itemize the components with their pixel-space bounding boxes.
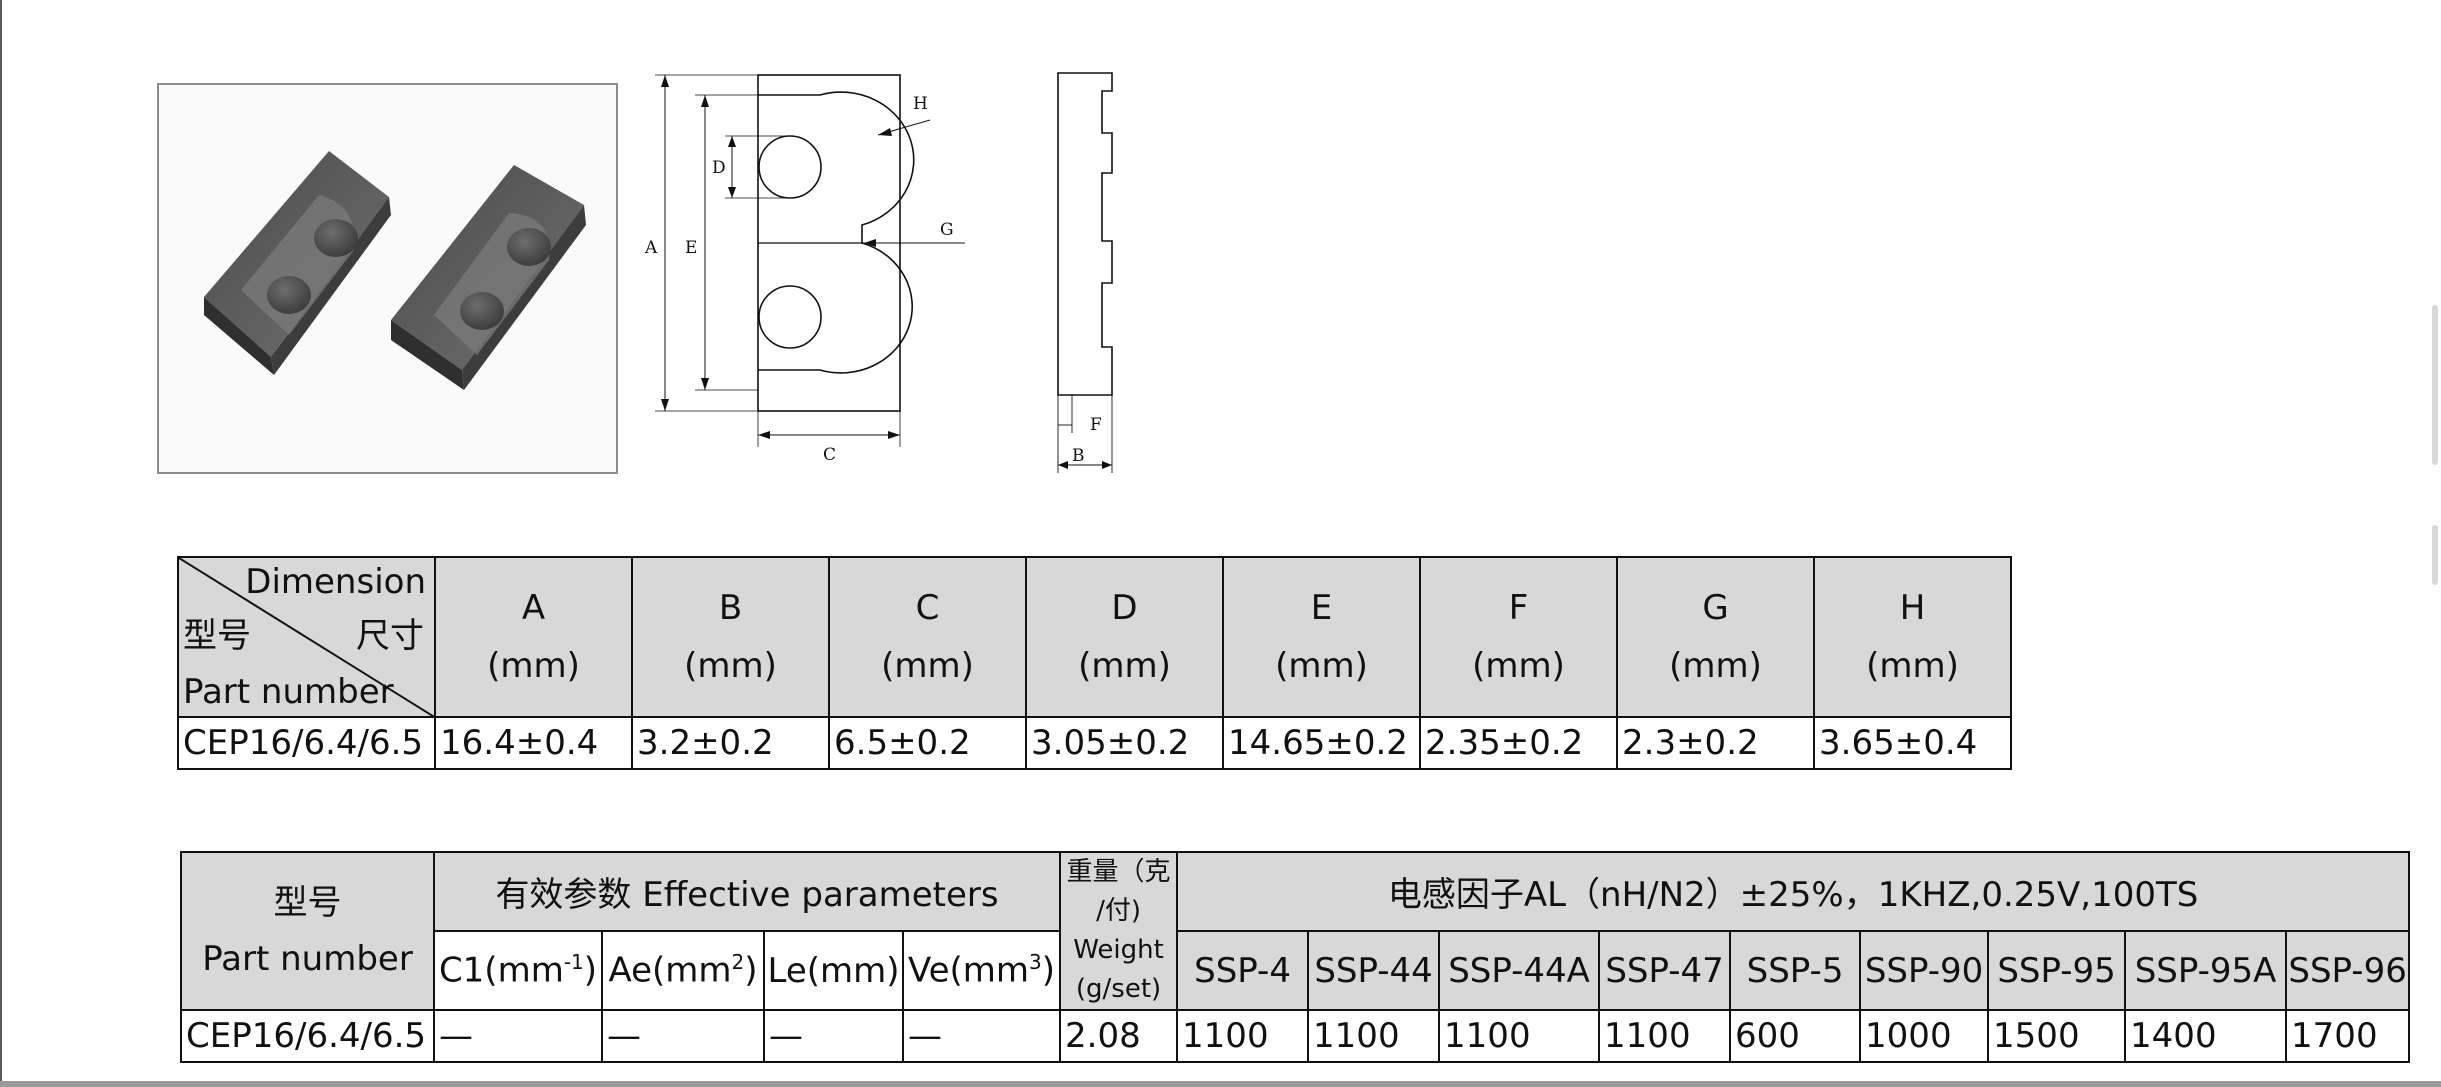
al-value-ssp-47: 1100 — [1598, 1009, 1732, 1063]
dim-header-e: E(mm) — [1222, 556, 1421, 718]
dim-value-f: 2.35±0.2 — [1419, 716, 1618, 770]
corner-size-label: 尺寸 — [356, 616, 424, 656]
dim-header-d: D(mm) — [1025, 556, 1224, 718]
material-header-ssp-96: SSP-96 — [2285, 930, 2411, 1011]
param-part-number: CEP16/6.4/6.5 — [180, 1009, 435, 1063]
material-header-ssp-95a: SSP-95A — [2124, 930, 2288, 1011]
dim-value-h: 3.65±0.4 — [1813, 716, 2012, 770]
material-header-ssp-47: SSP-47 — [1598, 930, 1732, 1011]
material-header-ssp-4: SSP-4 — [1176, 930, 1310, 1011]
ae-value: — — [601, 1009, 765, 1063]
dim-header-h: H(mm) — [1813, 556, 2012, 718]
weight-value: 2.08 — [1059, 1009, 1179, 1063]
parameter-header-row-1: 型号 Part number 有效参数 Effective parameters… — [180, 851, 2411, 1011]
material-header-ssp-44: SSP-44 — [1307, 930, 1441, 1011]
label-a: A — [644, 238, 658, 258]
inductance-factor-header: 电感因子AL（nH/N2）±25%，1KHZ,0.25V,100TS — [1176, 851, 2411, 932]
dim-value-g: 2.3±0.2 — [1616, 716, 1815, 770]
effective-parameters-header: 有效参数 Effective parameters — [432, 851, 1062, 932]
dim-header-c: C(mm) — [828, 556, 1027, 718]
page-bottom-edge — [0, 1081, 2441, 1087]
label-e: E — [685, 238, 697, 258]
dim-header-f: F(mm) — [1419, 556, 1618, 718]
parameter-header-row-2: C1(mm-1) Ae(mm2) Le(mm) Ve(mm3) SSP-4 SS… — [181, 930, 2411, 1011]
param-part-header: 型号 Part number — [180, 851, 435, 1011]
ae-header: Ae(mm2) — [601, 930, 765, 1011]
al-value-ssp-96: 1700 — [2285, 1009, 2411, 1063]
ferrite-core-left — [204, 151, 391, 375]
scroll-indicator-upper[interactable] — [2432, 305, 2438, 465]
c1-header: C1(mm-1) — [433, 930, 603, 1011]
dimension-corner-cell: Dimension 型号 尺寸 Part number — [177, 556, 436, 718]
scroll-indicator-lower[interactable] — [2432, 525, 2438, 585]
dim-header-a: A(mm) — [434, 556, 633, 718]
dim-value-d: 3.05±0.2 — [1025, 716, 1224, 770]
dim-value-c: 6.5±0.2 — [828, 716, 1027, 770]
dim-value-a: 16.4±0.4 — [434, 716, 633, 770]
ve-value: — — [901, 1009, 1062, 1063]
label-d: D — [712, 158, 726, 178]
side-view-drawing: F B — [1057, 72, 1113, 473]
parameter-table: 型号 Part number 有效参数 Effective parameters… — [180, 851, 2411, 1063]
dim-part-number: CEP16/6.4/6.5 — [177, 716, 436, 770]
al-value-ssp-44: 1100 — [1307, 1009, 1441, 1063]
page-left-edge — [0, 0, 2, 1087]
corner-model-label: 型号 — [183, 616, 251, 656]
al-value-ssp-4: 1100 — [1176, 1009, 1310, 1063]
al-value-ssp-95: 1500 — [1987, 1009, 2127, 1063]
dim-value-e: 14.65±0.2 — [1222, 716, 1421, 770]
al-value-ssp-5: 600 — [1729, 1009, 1862, 1063]
al-value-ssp-95a: 1400 — [2124, 1009, 2288, 1063]
dim-value-b: 3.2±0.2 — [631, 716, 830, 770]
product-photo — [157, 83, 618, 474]
le-header: Le(mm) — [763, 930, 904, 1011]
al-value-ssp-44a: 1100 — [1438, 1009, 1601, 1063]
weight-header: 重量（克 /付) Weight (g/set) — [1059, 851, 1179, 1011]
material-header-ssp-44a: SSP-44A — [1438, 930, 1601, 1011]
dim-header-b: B(mm) — [631, 556, 830, 718]
corner-part-number-label: Part number — [183, 672, 394, 712]
ve-header: Ve(mm3) — [901, 930, 1062, 1011]
corner-diagonal — [180, 559, 433, 715]
c1-value: — — [433, 1009, 603, 1063]
al-value-ssp-90: 1000 — [1859, 1009, 1990, 1063]
table-row: CEP16/6.4/6.5 16.4±0.4 3.2±0.2 6.5±0.2 3… — [177, 716, 2012, 770]
corner-dimension-label: Dimension — [245, 562, 426, 602]
dim-header-g: G(mm) — [1616, 556, 1815, 718]
ferrite-core-right — [391, 165, 586, 390]
front-view-drawing: A E D C H G — [644, 74, 965, 465]
material-header-ssp-5: SSP-5 — [1729, 930, 1862, 1011]
material-header-ssp-90: SSP-90 — [1859, 930, 1990, 1011]
label-g: G — [940, 220, 954, 240]
dimension-header-row: Dimension 型号 尺寸 Part number A(mm) B(mm) … — [177, 556, 2012, 718]
label-b: B — [1072, 446, 1085, 466]
ferrite-core-photo — [204, 151, 586, 390]
table-row: CEP16/6.4/6.5 — — — — 2.08 1100 1100 110… — [180, 1009, 2411, 1063]
le-value: — — [763, 1009, 904, 1063]
dimension-table: Dimension 型号 尺寸 Part number A(mm) B(mm) … — [177, 556, 2012, 770]
label-c: C — [823, 445, 836, 465]
label-h: H — [913, 94, 928, 114]
material-header-ssp-95: SSP-95 — [1987, 930, 2127, 1011]
label-f: F — [1090, 415, 1102, 435]
